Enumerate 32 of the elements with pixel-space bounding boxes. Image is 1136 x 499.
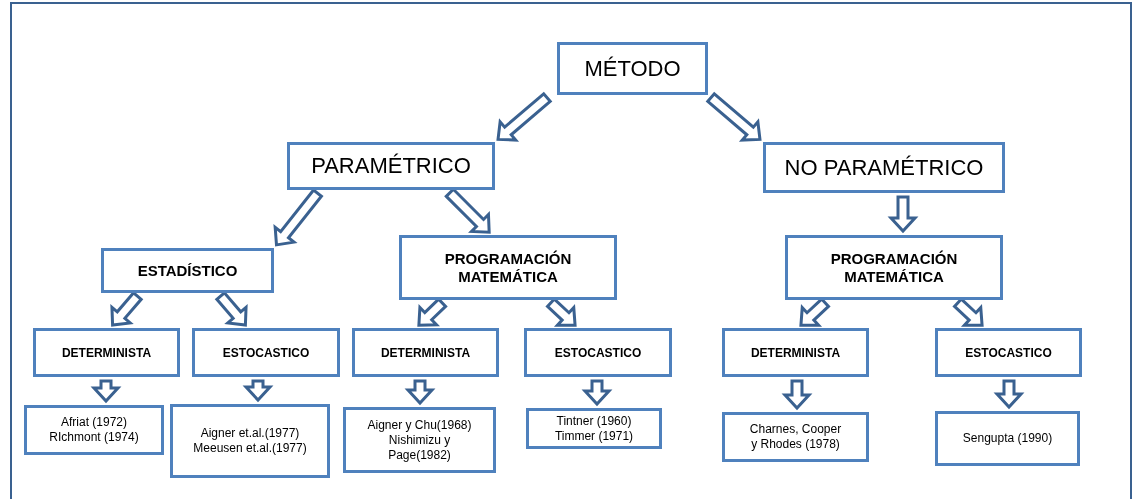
text-box: Afriat (1972) RIchmont (1974): [24, 405, 164, 455]
block-arrow: [214, 290, 248, 327]
text-box: Aigner et.al.(1977) Meeusen et.al.(1977): [170, 404, 330, 478]
text-box: ESTOCASTICO: [192, 328, 340, 377]
block-arrow: [273, 187, 324, 247]
block-arrow: [496, 91, 553, 142]
block-arrow: [110, 290, 144, 327]
text-box: Charnes, Cooper y Rhodes (1978): [722, 412, 869, 462]
block-arrow: [404, 379, 436, 406]
text-box: ESTADÍSTICO: [101, 248, 274, 293]
text-box: ESTOCASTICO: [524, 328, 672, 377]
text-box: PROGRAMACIÓN MATEMÁTICA: [785, 235, 1003, 300]
text-box: NO PARAMÉTRICO: [763, 142, 1005, 193]
block-arrow: [581, 379, 613, 407]
text-box: Tintner (1960) Timmer (1971): [526, 408, 662, 449]
text-box: DETERMINISTA: [722, 328, 869, 377]
text-box: ESTOCASTICO: [935, 328, 1082, 377]
block-arrow: [417, 297, 448, 327]
text-box: MÉTODO: [557, 42, 708, 95]
text-box: PROGRAMACIÓN MATEMÁTICA: [399, 235, 617, 300]
block-arrow: [705, 91, 762, 142]
block-arrow: [887, 195, 919, 234]
text-box: Aigner y Chu(1968) Nishimizu y Page(1982): [343, 407, 496, 473]
block-arrow: [993, 379, 1025, 410]
text-box: PARAMÉTRICO: [287, 142, 495, 190]
block-arrow: [90, 379, 122, 404]
text-box: DETERMINISTA: [352, 328, 499, 377]
block-arrow: [242, 379, 274, 403]
block-arrow: [444, 187, 491, 234]
block-arrow: [781, 379, 813, 411]
text-box: Sengupta (1990): [935, 411, 1080, 466]
text-box: DETERMINISTA: [33, 328, 180, 377]
